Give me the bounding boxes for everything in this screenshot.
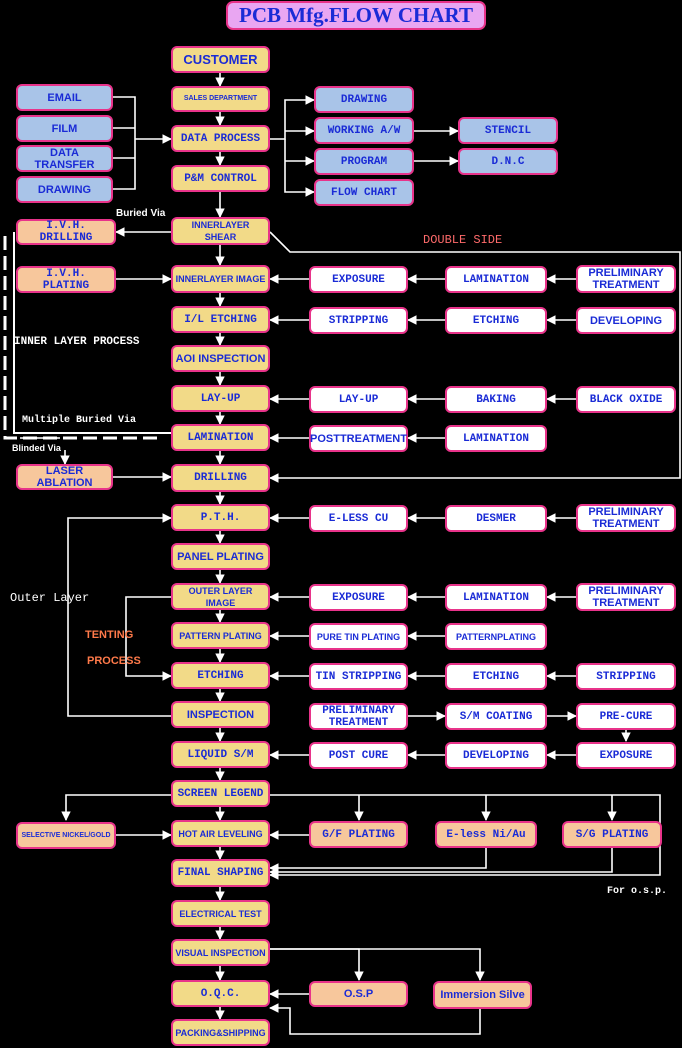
patternplating-box: PATTERNPLATING [445, 623, 547, 650]
pre-cure-box: PRE-CURE [576, 703, 676, 730]
inner-layer-process-label: INNER LAYER PROCESS [14, 336, 140, 348]
osp-box: O.S.P [309, 981, 408, 1007]
tenting-label: TENTING [85, 629, 134, 641]
gf-plating-box: G/F PLATING [309, 821, 408, 848]
immersion-silver-box: Immersion Silve [433, 981, 532, 1009]
innerlayer-shear-box: INNERLAYER SHEAR [171, 217, 270, 245]
stencil-box: STENCIL [458, 117, 558, 144]
desmer-box: DESMER [445, 505, 547, 532]
film-box: FILM [16, 115, 113, 142]
pure-tin-plating-box: PURE TIN PLATING [309, 623, 408, 650]
pth-box: P.T.H. [171, 504, 270, 531]
preliminary-1-box: PRELIMINARY TREATMENT [576, 265, 676, 293]
data-process-box: DATA PROCESS [171, 125, 270, 152]
lamination-3-box: LAMINATION [445, 584, 547, 611]
customer-box: CUSTOMER [171, 46, 270, 73]
email-box: EMAIL [16, 84, 113, 111]
pm-control-box: P&M CONTROL [171, 165, 270, 192]
preliminary-3-box: PRELIMINARY TREATMENT [576, 583, 676, 611]
buried-via-label: Buried Via [116, 208, 166, 219]
line-multiple-buried [3, 236, 160, 440]
multiple-buried-via-label: Multiple Buried Via [22, 415, 137, 426]
ivh-drilling-box: I.V.H. DRILLING [16, 219, 116, 245]
inspection-box: INSPECTION [171, 701, 270, 728]
posttreatment-box: POSTTREATMENT [309, 425, 408, 452]
lamination-main-box: LAMINATION [171, 424, 270, 451]
panel-plating-box: PANEL PLATING [171, 543, 270, 570]
laser-ablation-box: LASER ABLATION [16, 464, 113, 490]
oqc-box: O.Q.C. [171, 980, 270, 1007]
blinded-via-label: Blinded Via [12, 443, 61, 453]
innerlayer-image-box: INNERLAYER IMAGE [171, 265, 270, 293]
exposure-2-box: EXPOSURE [309, 584, 408, 611]
etching-main-box: ETCHING [171, 662, 270, 689]
drawing-input-box: DRAWING [16, 176, 113, 203]
il-etching-box: I/L ETCHING [171, 306, 270, 333]
visual-inspection-box: VISUAL INSPECTION [171, 939, 270, 966]
ivh-plating-box: I.V.H. PLATING [16, 266, 116, 293]
sales-department-box: SALES DEPARTMENT [171, 86, 270, 112]
selective-nickel-gold-box: SELECTIVE NICKEL/GOLD [16, 822, 116, 849]
arrow-double-side [269, 231, 681, 483]
sm-coating-box: S/M COATING [445, 703, 547, 730]
developing-2-box: DEVELOPING [445, 742, 547, 769]
pattern-plating-box: PATTERN PLATING [171, 622, 270, 649]
exposure-3-box: EXPOSURE [576, 742, 676, 769]
lamination-1-box: LAMINATION [445, 266, 547, 293]
black-oxide-box: BLACK OXIDE [576, 386, 676, 413]
drilling-box: DRILLING [171, 464, 270, 492]
for-osp-label: For o.s.p. [607, 886, 668, 897]
outer-layer-image-box: OUTER LAYER IMAGE [171, 583, 270, 610]
arrow-outer-layer [67, 513, 172, 717]
liquid-sm-box: LIQUID S/M [171, 741, 270, 768]
line-inner-layer [13, 232, 171, 434]
stripping-1-box: STRIPPING [309, 307, 408, 334]
data-transfer-box: DATA TRANSFER [16, 145, 113, 172]
chart-title: PCB Mfg.FLOW CHART [226, 1, 486, 30]
final-shaping-box: FINAL SHAPING [171, 859, 270, 887]
screen-legend-box: SCREEN LEGEND [171, 780, 270, 807]
eless-cu-box: E-LESS CU [309, 505, 408, 532]
electrical-test-box: ELECTRICAL TEST [171, 900, 270, 927]
process-label: PROCESS [87, 655, 141, 667]
preliminary-2-box: PRELIMINARY TREATMENT [576, 504, 676, 532]
working-aw-box: WORKING A/W [314, 117, 414, 144]
packing-shipping-box: PACKING&SHIPPING [171, 1019, 270, 1046]
preliminary-4-box: PRELIMINARY TREATMENT [309, 703, 408, 730]
double-side-label: DOUBLE SIDE [423, 233, 503, 247]
tin-stripping-box: TIN STRIPPING [309, 663, 408, 690]
hot-air-leveling-box: HOT AIR LEVELING [171, 820, 270, 847]
layup-main-box: LAY-UP [171, 385, 270, 412]
arrow-inputs-data [113, 96, 136, 190]
baking-box: BAKING [445, 386, 547, 413]
etching-1-box: ETCHING [445, 307, 547, 334]
aoi-inspection-box: AOI INSPECTION [171, 345, 270, 372]
lamination-2-box: LAMINATION [445, 425, 547, 452]
developing-1-box: DEVELOPING [576, 307, 676, 334]
flow-chart-box: FLOW CHART [314, 179, 414, 206]
drawing-output-box: DRAWING [314, 86, 414, 113]
arrow-tenting [125, 596, 172, 681]
layup-side-box: LAY-UP [309, 386, 408, 413]
dnc-box: D.N.C [458, 148, 558, 175]
program-box: PROGRAM [314, 148, 414, 175]
eless-ni-au-box: E-less Ni/Au [435, 821, 537, 848]
sg-plating-box: S/G PLATING [562, 821, 662, 848]
exposure-1-box: EXPOSURE [309, 266, 408, 293]
etching-2-box: ETCHING [445, 663, 547, 690]
stripping-2-box: STRIPPING [576, 663, 676, 690]
outer-layer-label: Outer Layer [10, 591, 90, 605]
post-cure-box: POST CURE [309, 742, 408, 769]
